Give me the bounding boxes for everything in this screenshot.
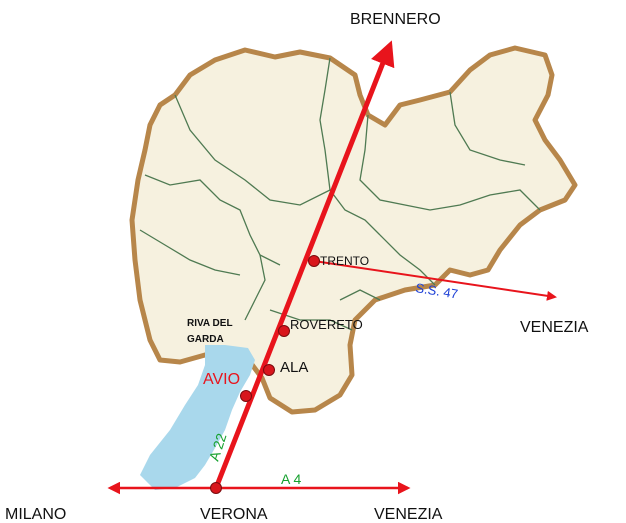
verona-label: VERONA — [200, 506, 268, 523]
ss47-road — [313, 260, 557, 301]
lake-garda — [140, 345, 255, 490]
ss47-label: S.S. 47 — [415, 280, 459, 301]
riva-del-garda-label-line2: GARDA — [187, 334, 224, 345]
district-boundaries — [139, 57, 541, 331]
region-outline — [129, 45, 578, 415]
a4-label: A 4 — [281, 471, 301, 487]
trento-marker — [308, 255, 320, 267]
trento-label: TRENTO — [320, 254, 369, 268]
town-markers — [210, 255, 320, 494]
avio-label: AVIO — [203, 371, 240, 388]
brennero-label: BRENNERO — [350, 11, 441, 28]
avio-marker — [240, 390, 252, 402]
ala-marker — [263, 364, 275, 376]
verona-marker — [210, 482, 222, 494]
ala-label: ALA — [280, 359, 308, 376]
rovereto-label: ROVERETO — [290, 317, 363, 332]
venezia-east-label: VENEZIA — [520, 319, 589, 336]
milano-label: MILANO — [5, 506, 66, 523]
venezia-south-label: VENEZIA — [374, 506, 443, 523]
rovereto-marker — [278, 325, 290, 337]
a22-motorway — [213, 40, 395, 489]
riva-del-garda-label-line1: RIVA DEL — [187, 318, 233, 329]
